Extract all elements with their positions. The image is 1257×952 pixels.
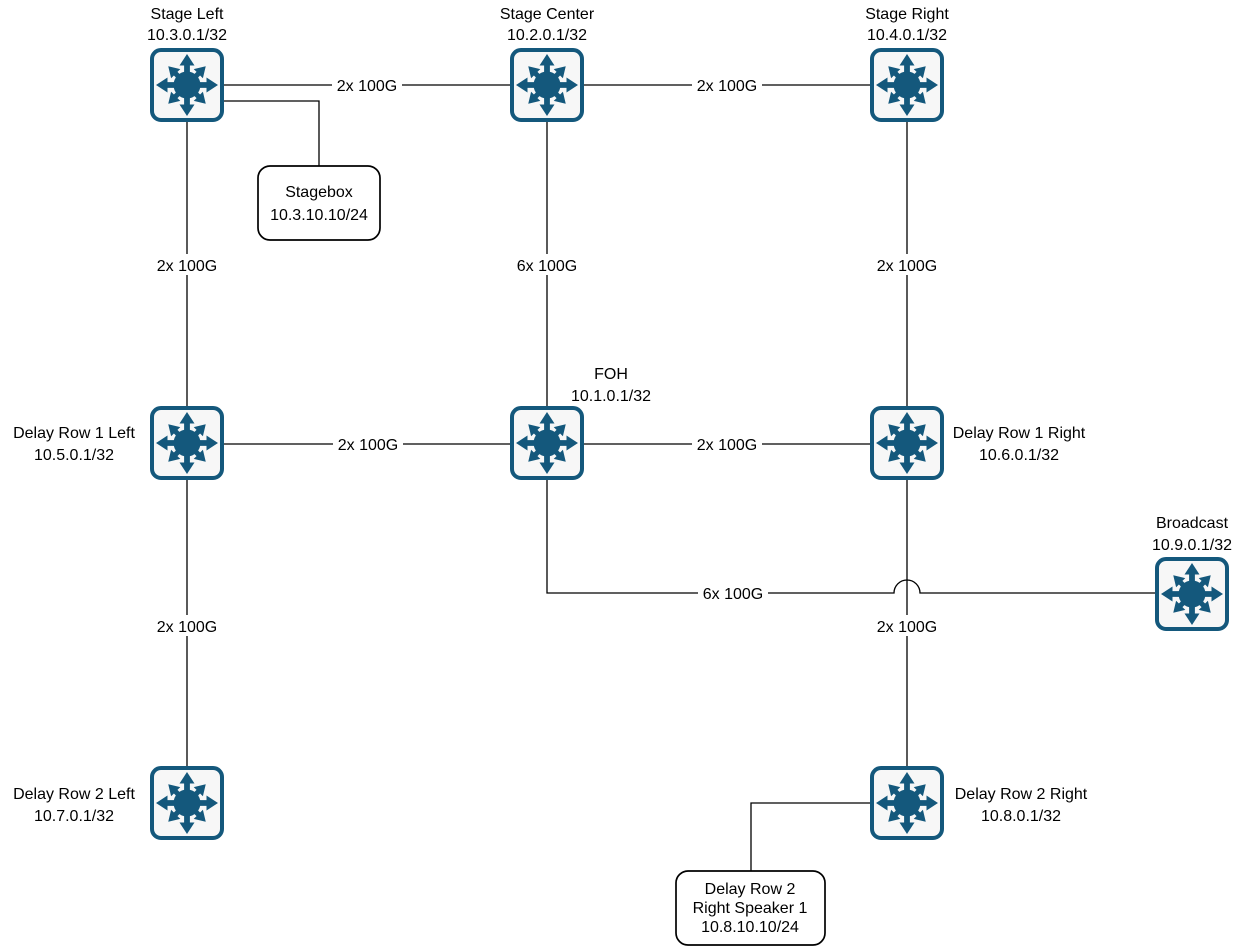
node-ip: 10.8.0.1/32 bbox=[981, 808, 1061, 825]
node-stage-left[interactable]: Stage Left 10.3.0.1/32 bbox=[147, 6, 227, 122]
svg-text:2x 100G: 2x 100G bbox=[697, 78, 757, 95]
link-label: 2x 100G bbox=[692, 434, 762, 454]
node-label: Delay Row 1 Left bbox=[13, 425, 135, 442]
switch-icon bbox=[510, 406, 584, 480]
link-label: 2x 100G bbox=[692, 75, 762, 95]
node-delay-row-1-right[interactable]: Delay Row 1 Right 10.6.0.1/32 bbox=[870, 406, 1086, 480]
svg-text:6x 100G: 6x 100G bbox=[517, 258, 577, 275]
node-ip: 10.3.0.1/32 bbox=[147, 27, 227, 44]
node-delay-row-2-left[interactable]: Delay Row 2 Left 10.7.0.1/32 bbox=[13, 766, 224, 840]
svg-text:2x 100G: 2x 100G bbox=[877, 619, 937, 636]
node-stage-right[interactable]: Stage Right 10.4.0.1/32 bbox=[865, 6, 949, 122]
link-foh-broadcast bbox=[546, 480, 1155, 594]
node-stage-center[interactable]: Stage Center 10.2.0.1/32 bbox=[500, 6, 595, 122]
node-label: Stage Right bbox=[865, 6, 949, 23]
node-ip: 10.9.0.1/32 bbox=[1152, 537, 1232, 554]
node-label: FOH bbox=[594, 366, 628, 383]
node-label: Delay Row 2 Right bbox=[955, 786, 1088, 803]
switch-icon bbox=[150, 406, 224, 480]
node-delay-row-2-right[interactable]: Delay Row 2 Right 10.8.0.1/32 bbox=[870, 766, 1088, 840]
endpoint-ip: 10.3.10.10/24 bbox=[270, 207, 368, 224]
link-label: 2x 100G bbox=[152, 254, 222, 275]
switch-icon bbox=[150, 766, 224, 840]
node-label: Stage Left bbox=[151, 6, 225, 23]
switch-icon bbox=[870, 48, 944, 122]
link-label: 2x 100G bbox=[872, 254, 942, 275]
endpoint-label: Stagebox bbox=[285, 184, 353, 201]
node-label: Delay Row 1 Right bbox=[953, 425, 1086, 442]
link-label: 2x 100G bbox=[333, 434, 403, 454]
link-label: 2x 100G bbox=[332, 75, 402, 95]
svg-text:2x 100G: 2x 100G bbox=[157, 619, 217, 636]
node-ip: 10.4.0.1/32 bbox=[867, 27, 947, 44]
link-label: 2x 100G bbox=[872, 615, 942, 636]
node-broadcast[interactable]: Broadcast 10.9.0.1/32 bbox=[1152, 515, 1232, 631]
node-label: Delay Row 2 Left bbox=[13, 786, 135, 803]
endpoint-delay-row-2-right-speaker-1[interactable]: Delay Row 2 Right Speaker 1 10.8.10.10/2… bbox=[675, 870, 826, 946]
node-ip: 10.1.0.1/32 bbox=[571, 388, 651, 405]
svg-text:6x 100G: 6x 100G bbox=[703, 586, 763, 603]
node-ip: 10.6.0.1/32 bbox=[979, 447, 1059, 464]
switch-icon bbox=[1155, 557, 1229, 631]
node-foh[interactable]: FOH 10.1.0.1/32 bbox=[510, 366, 651, 480]
node-delay-row-1-left[interactable]: Delay Row 1 Left 10.5.0.1/32 bbox=[13, 406, 224, 480]
endpoint-label: Delay Row 2 bbox=[705, 881, 796, 898]
switch-icon bbox=[510, 48, 584, 122]
svg-text:2x 100G: 2x 100G bbox=[337, 78, 397, 95]
link-label: 6x 100G bbox=[512, 254, 582, 275]
svg-text:2x 100G: 2x 100G bbox=[877, 258, 937, 275]
node-ip: 10.7.0.1/32 bbox=[34, 808, 114, 825]
svg-text:2x 100G: 2x 100G bbox=[338, 437, 398, 454]
link-label: 6x 100G bbox=[698, 583, 768, 603]
endpoint-stagebox[interactable]: Stagebox 10.3.10.10/24 bbox=[257, 165, 381, 241]
node-label: Stage Center bbox=[500, 6, 595, 23]
switch-icon bbox=[870, 766, 944, 840]
link-delay-row-2-right-speaker bbox=[750, 802, 870, 871]
node-ip: 10.2.0.1/32 bbox=[507, 27, 587, 44]
svg-text:2x 100G: 2x 100G bbox=[157, 258, 217, 275]
endpoint-ip: 10.8.10.10/24 bbox=[701, 919, 799, 936]
switch-icon bbox=[150, 48, 224, 122]
svg-text:2x 100G: 2x 100G bbox=[697, 437, 757, 454]
switch-icon bbox=[870, 406, 944, 480]
node-label: Broadcast bbox=[1156, 515, 1229, 532]
link-stage-left-stagebox bbox=[224, 100, 320, 166]
endpoint-label: Right Speaker 1 bbox=[693, 900, 808, 917]
node-ip: 10.5.0.1/32 bbox=[34, 447, 114, 464]
link-label: 2x 100G bbox=[152, 615, 222, 636]
link-labels: 2x 100G 2x 100G 2x 100G 6x 100G 2x 100G … bbox=[152, 75, 942, 636]
